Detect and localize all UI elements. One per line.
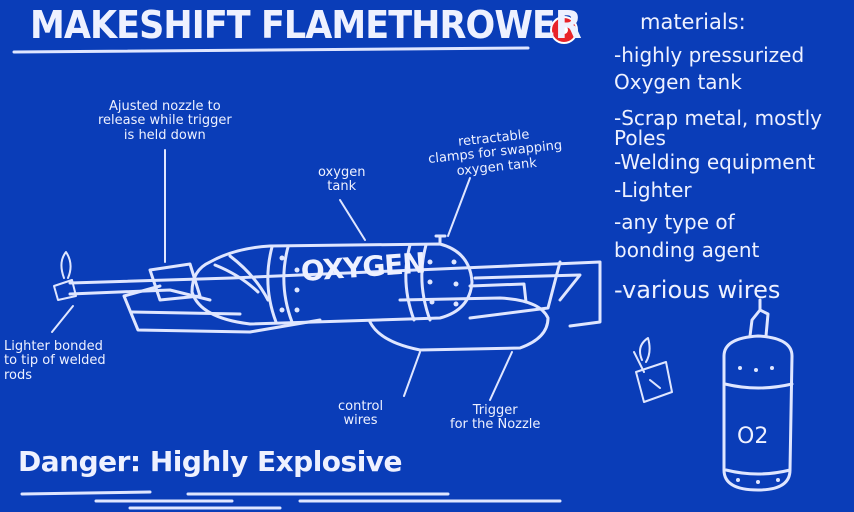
material-item: -various wires	[614, 278, 780, 303]
trigger-body	[370, 298, 548, 350]
tank-oxygen-text: OXYGEN	[300, 249, 426, 286]
material-item: Oxygen tank	[614, 72, 742, 93]
title-underline	[14, 48, 528, 52]
material-item: -highly pressurized	[614, 45, 804, 66]
material-item: bonding agent	[614, 240, 759, 261]
danger-warning: Danger: Highly Explosive	[18, 448, 402, 476]
o2-label: O2	[737, 426, 768, 448]
material-item: Poles	[614, 128, 666, 149]
lighter-icon	[634, 338, 672, 402]
material-item: -any type of	[614, 212, 735, 233]
material-item: -Lighter	[614, 180, 692, 201]
materials-heading: materials:	[640, 12, 746, 33]
material-item: -Welding equipment	[614, 152, 815, 173]
page-title: MAKESHIFT FLAMETHROWER	[30, 6, 581, 44]
oxygen-canister-icon	[724, 300, 792, 490]
bottom-lines	[22, 492, 560, 508]
